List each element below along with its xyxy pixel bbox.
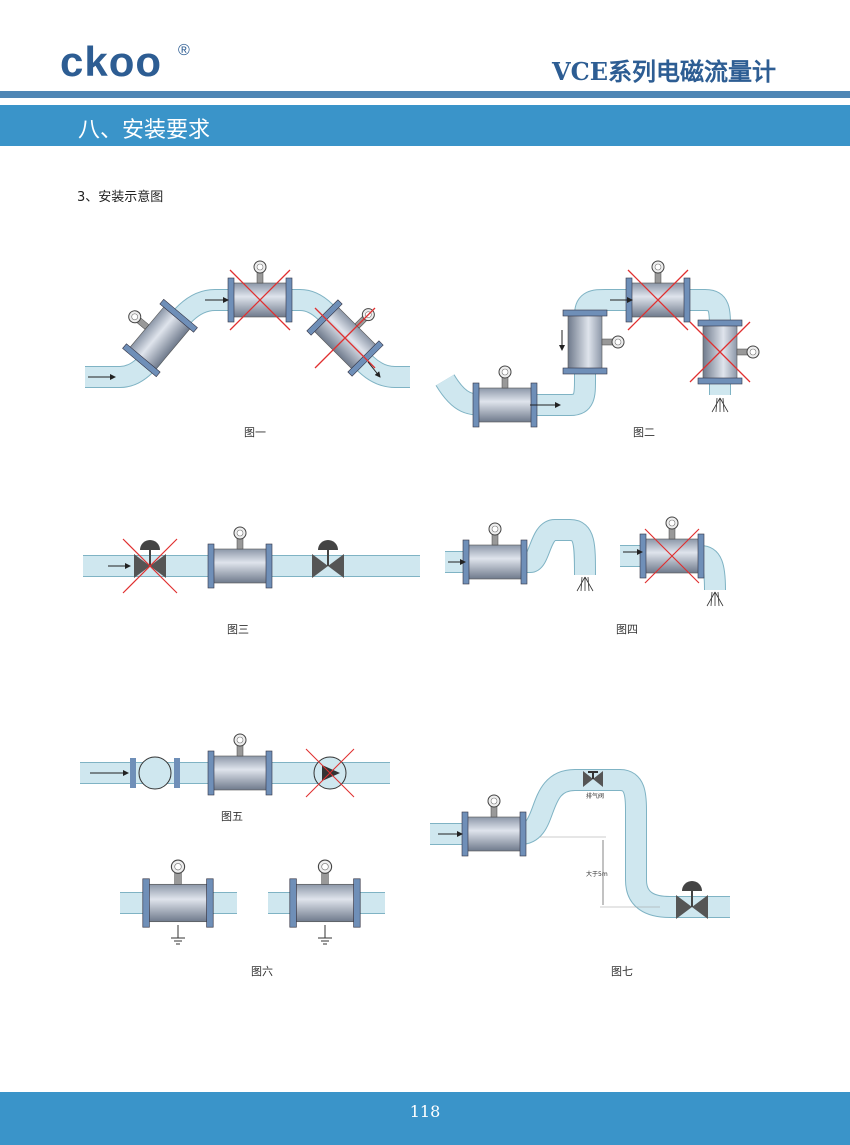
caption-fig3: 图三 — [227, 623, 249, 636]
figure-6-diagram — [120, 859, 385, 945]
figure-2-diagram — [435, 260, 760, 428]
height-label: 大于5m — [586, 870, 608, 878]
figure-7-diagram — [430, 769, 730, 920]
section-subtitle: 3、安装示意图 — [77, 190, 164, 205]
header-rule — [0, 91, 850, 98]
registered-mark: ® — [178, 42, 190, 59]
section-title: 八、安装要求 — [78, 118, 211, 143]
caption-fig6: 图六 — [251, 965, 273, 978]
caption-fig2: 图二 — [633, 426, 655, 439]
section-band: 八、安装要求 — [0, 105, 850, 146]
document-title: VCE系列电磁流量计 — [551, 57, 776, 86]
exhaust-valve-label: 排气阀 — [586, 792, 604, 800]
caption-fig7: 图七 — [611, 965, 633, 978]
caption-fig5: 图五 — [221, 810, 243, 823]
page-number: 118 — [409, 1102, 441, 1121]
figure-4-diagram — [445, 516, 726, 607]
figure-3-diagram — [83, 526, 420, 594]
caption-fig4: 图四 — [616, 623, 638, 636]
caption-fig1: 图一 — [244, 426, 266, 439]
footer-band: 118 — [0, 1092, 850, 1145]
brand-logo: ckoo — [60, 38, 163, 85]
figure-1-diagram — [85, 260, 410, 388]
figure-5-diagram — [80, 733, 390, 798]
